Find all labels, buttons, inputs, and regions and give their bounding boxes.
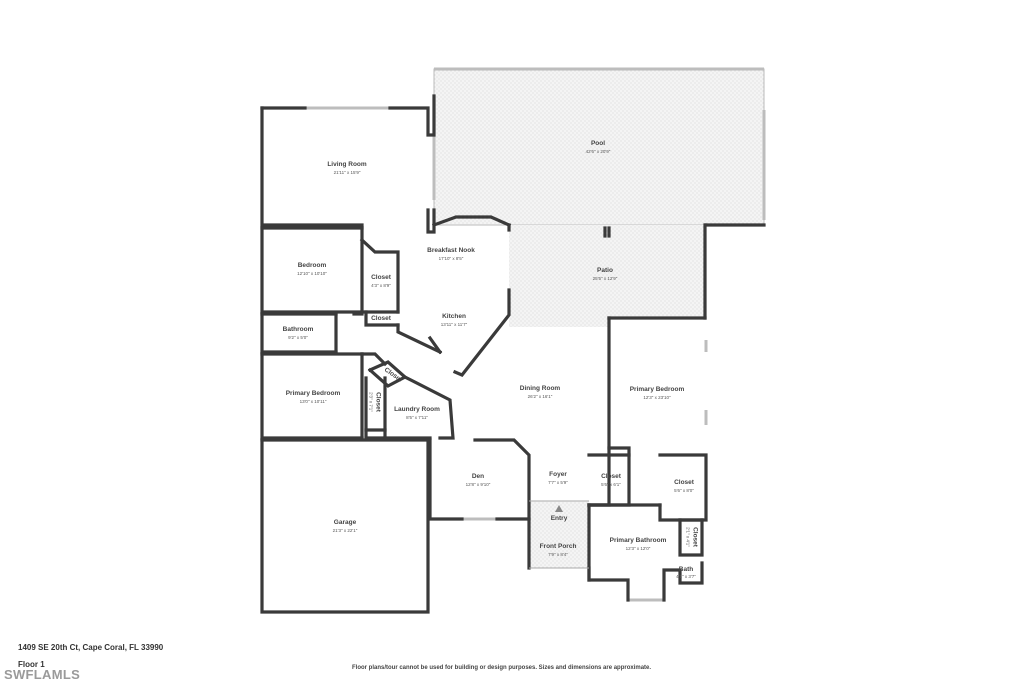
room-kitchen-name: Kitchen xyxy=(442,313,466,320)
room-closet-vert-name: Closet xyxy=(374,392,382,412)
room-nook-name: Breakfast Nook xyxy=(427,247,475,254)
room-closet-a-dim: 5'6" x 6'1" xyxy=(601,482,621,487)
room-den-name: Den xyxy=(471,473,485,480)
room-primary-left-name: Primary Bedroom xyxy=(285,390,341,397)
room-closet-b-dim: 5'6" x 8'0" xyxy=(674,488,694,493)
floor-label: Floor 1 xyxy=(18,660,45,669)
room-bath-dim: 4'1" x 3'7" xyxy=(676,574,696,579)
walls xyxy=(260,94,766,614)
room-closet-b-name: Closet xyxy=(674,479,694,486)
room-dining-name: Dining Room xyxy=(519,385,561,392)
room-closet-bath-dim: 2'1" x 4'1" xyxy=(685,527,691,547)
room-laundry-dim: 8'5" x 7'11" xyxy=(406,415,428,420)
entry-arrow-icon xyxy=(555,505,563,512)
room-patio-name: Patio xyxy=(597,267,613,274)
room-bath-name: Bath xyxy=(678,566,694,573)
room-primary-left-dim: 13'0" x 10'11" xyxy=(299,399,327,404)
room-closet-bed-name: Closet xyxy=(371,274,391,281)
room-bathroom-name: Bathroom xyxy=(282,326,314,333)
room-bedroom-dim: 12'10" x 10'10" xyxy=(297,271,327,276)
room-foyer-name: Foyer xyxy=(549,471,567,478)
room-garage-name: Garage xyxy=(333,519,357,526)
room-primary-bath-dim: 12'3" x 12'0" xyxy=(625,546,651,551)
room-garage-dim: 21'3" x 22'1" xyxy=(332,528,358,533)
room-primary-right-dim: 12'3" x 23'10" xyxy=(643,395,671,400)
pool-area xyxy=(433,68,765,226)
room-primary-bath-name: Primary Bathroom xyxy=(609,537,667,544)
room-bedroom-name: Bedroom xyxy=(297,262,327,269)
room-closet-small-name: Closet xyxy=(371,315,391,322)
property-address: 1409 SE 20th Ct, Cape Coral, FL 33990 xyxy=(18,643,164,652)
room-closet-a-name: Closet xyxy=(601,473,621,480)
mls-watermark: SWFLAMLS xyxy=(4,667,81,682)
room-entry-name: Entry xyxy=(550,515,568,522)
room-porch-name: Front Porch xyxy=(539,543,577,550)
room-primary-right-name: Primary Bedroom xyxy=(629,386,685,393)
room-bathroom-dim: 9'2" x 5'0" xyxy=(288,335,308,340)
room-living-name: Living Room xyxy=(327,161,367,168)
room-closet-bed-dim: 4'3" x 8'9" xyxy=(371,283,391,288)
front-porch-area xyxy=(529,501,589,568)
room-pool-name: Pool xyxy=(590,140,606,147)
room-porch-dim: 7'9" x 8'4" xyxy=(548,552,568,557)
disclaimer: Floor plans/tour cannot be used for buil… xyxy=(352,665,652,671)
room-laundry-name: Laundry Room xyxy=(394,406,440,413)
room-dining-dim: 26'2" x 16'1" xyxy=(527,394,553,399)
room-pool-dim: 42'6" x 20'9" xyxy=(585,149,611,154)
patio-area xyxy=(509,225,706,327)
room-closet-bath-name: Closet xyxy=(691,527,699,547)
room-living-dim: 21'11" x 15'9" xyxy=(333,170,361,175)
room-closet-vert-dim: 2'3" x 7'1" xyxy=(368,392,374,412)
room-patio-dim: 25'5" x 12'9" xyxy=(592,276,618,281)
room-foyer-dim: 7'7" x 5'9" xyxy=(548,480,568,485)
room-den-dim: 12'8" x 9'10" xyxy=(465,482,491,487)
room-kitchen-dim: 13'11" x 11'7" xyxy=(440,322,468,327)
room-nook-dim: 17'10" x 8'5" xyxy=(438,256,464,261)
